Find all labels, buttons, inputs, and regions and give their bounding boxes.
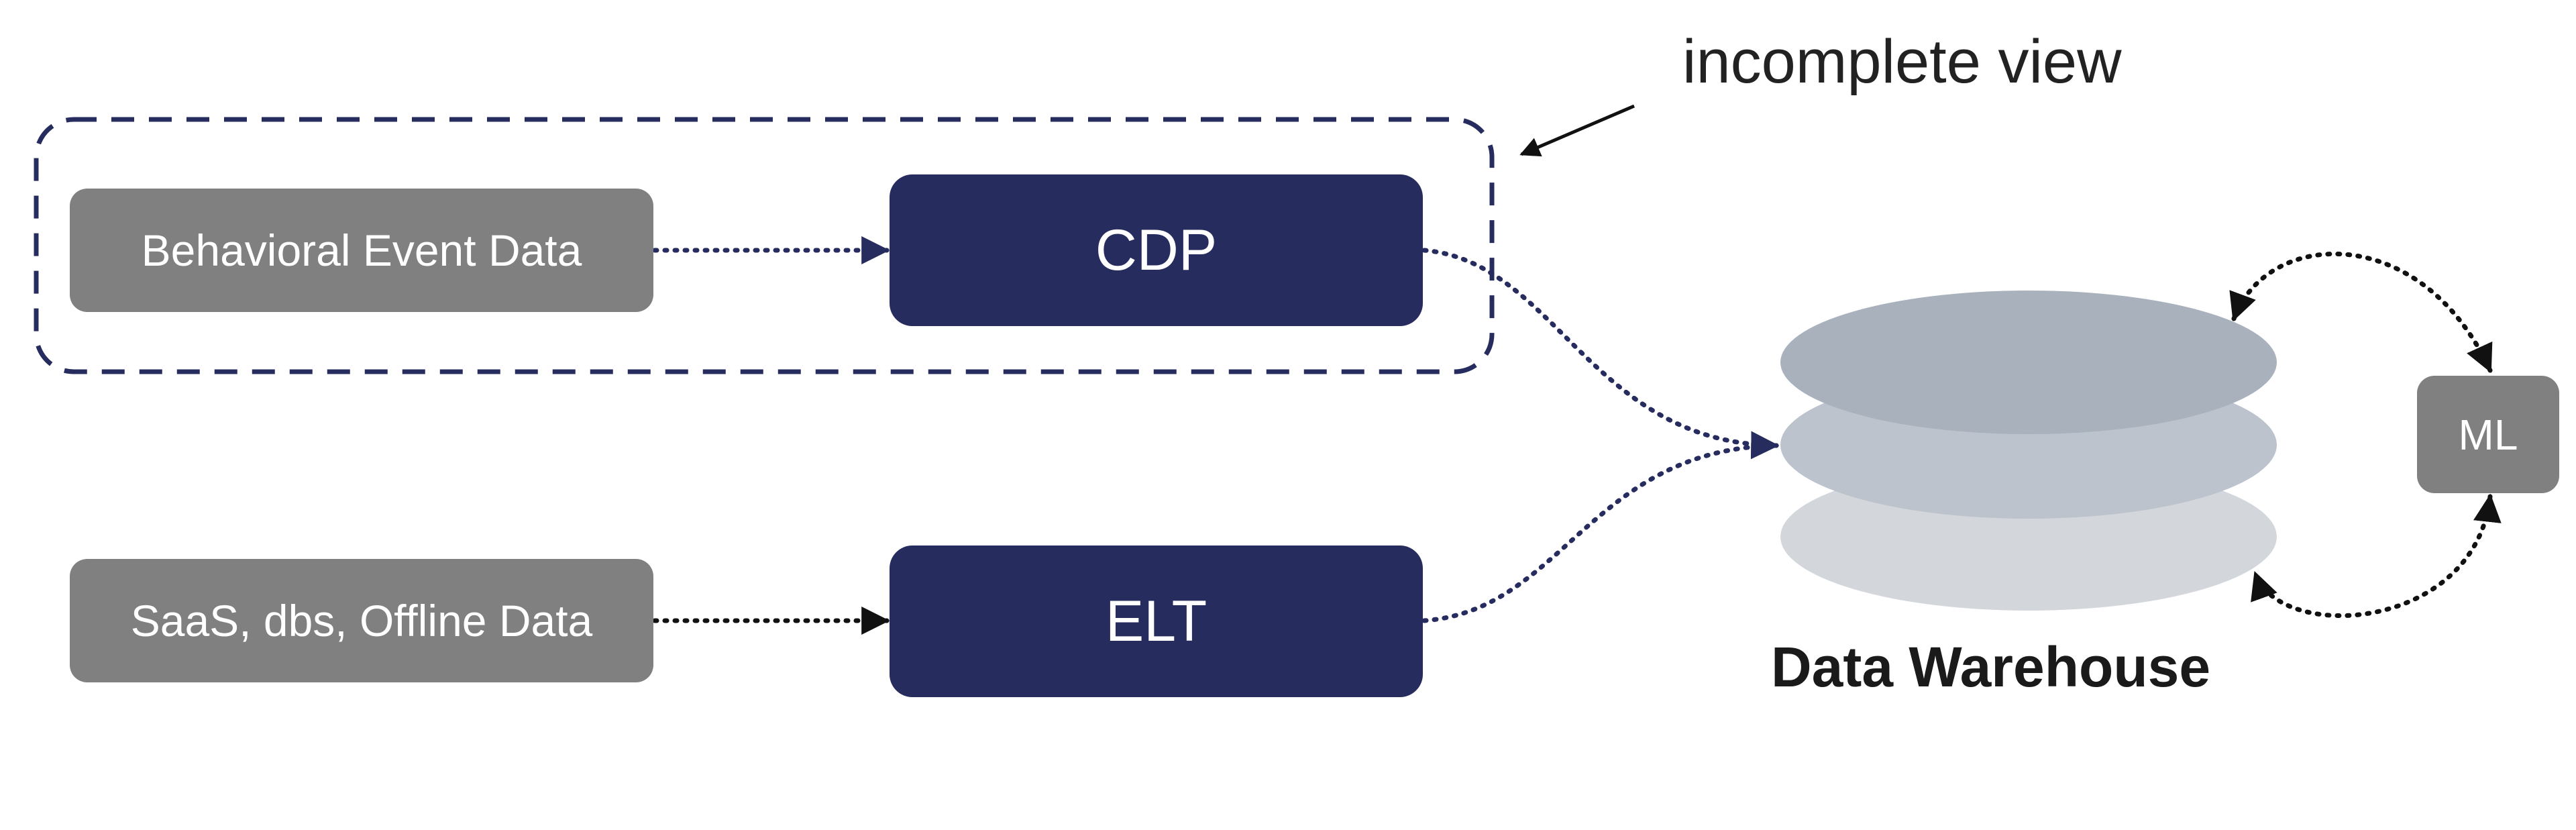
behavioral-event-data-box: Behavioral Event Data: [70, 189, 653, 312]
saas-dbs-offline-data-label: SaaS, dbs, Offline Data: [130, 596, 593, 645]
cdp-label: CDP: [1095, 217, 1218, 282]
cdp-box: CDP: [890, 174, 1423, 326]
incomplete-view-group-border: [34, 117, 1495, 374]
incomplete-view-label: incomplete view: [1682, 28, 2122, 96]
edge-ml-warehouse-bottom: [2251, 493, 2502, 618]
database-disk-top: [1780, 291, 2277, 434]
ml-label: ML: [2458, 410, 2518, 459]
elt-label: ELT: [1105, 588, 1208, 654]
callout-arrow: [1519, 104, 1635, 157]
edge-warehouse-ml-top: [2229, 252, 2493, 373]
ml-box: ML: [2417, 376, 2559, 493]
database-icon: [1780, 291, 2277, 611]
elt-box: ELT: [890, 546, 1423, 697]
edge-cdp-to-warehouse: [1421, 248, 1780, 460]
data-warehouse-label: Data Warehouse: [1771, 635, 2211, 698]
saas-dbs-offline-data-box: SaaS, dbs, Offline Data: [70, 559, 653, 682]
behavioral-event-data-label: Behavioral Event Data: [141, 225, 582, 275]
edge-elt-to-warehouse: [1421, 443, 1779, 623]
